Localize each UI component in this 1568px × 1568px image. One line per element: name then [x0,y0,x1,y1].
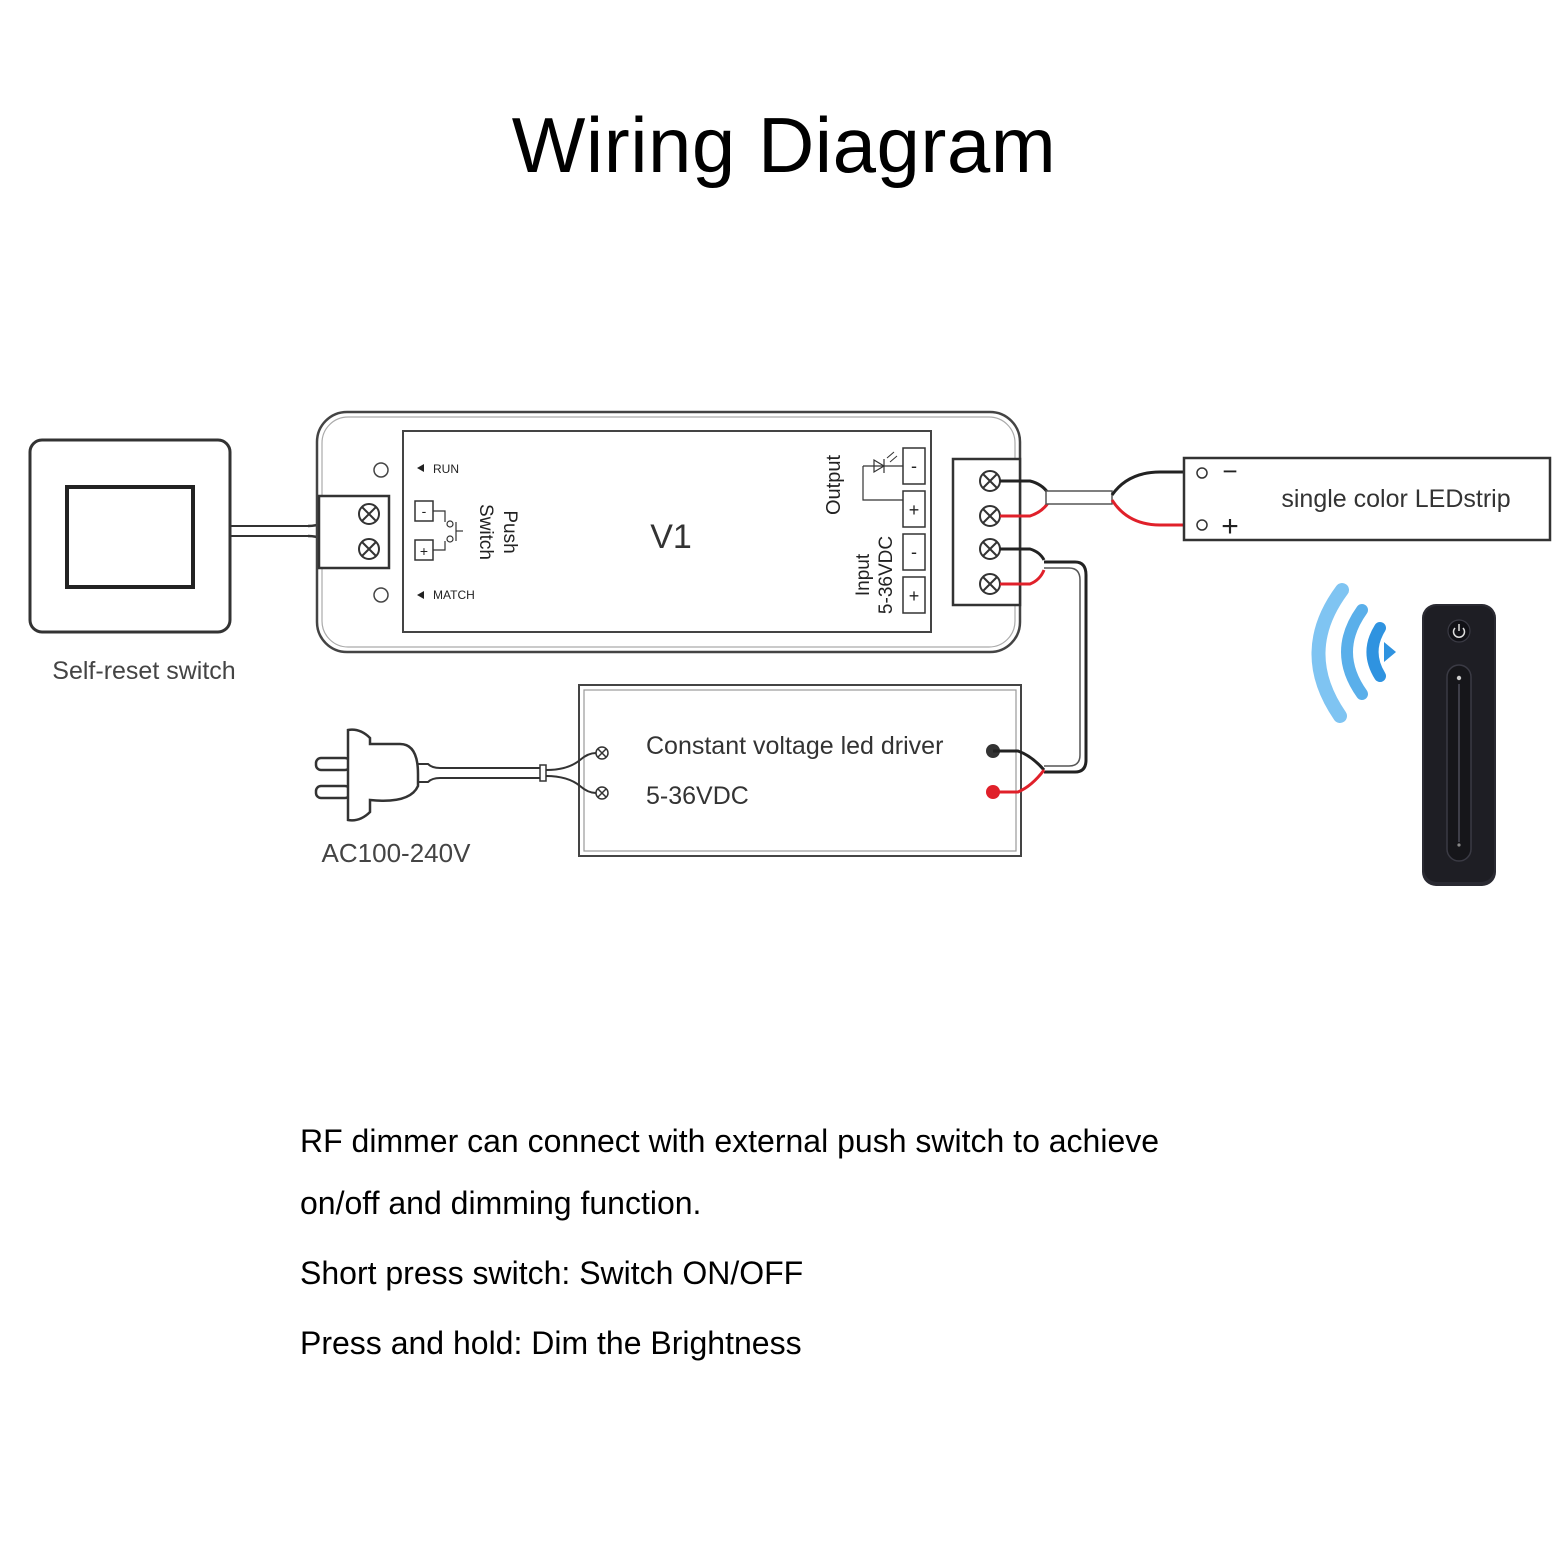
run-label: RUN [433,462,459,476]
plug-voltage-label: AC100-240V [322,838,472,868]
input-minus-sign: - [911,542,917,562]
driver-label-line1: Constant voltage led driver [646,732,943,760]
input-plus-sign: + [909,586,920,606]
description-line-4: Press and hold: Dim the Brightness [300,1325,802,1361]
page-title: Wiring Diagram [511,101,1057,189]
power-plug [314,728,597,822]
input-wires [1000,547,1088,774]
push-switch-plus: + [420,543,428,559]
controller-housing [315,410,1022,654]
led-strip-label: single color LEDstrip [1281,485,1510,513]
led-strip-plus-symbol: + [1221,510,1239,543]
rf-signal-icon [1311,583,1396,723]
output-plus-sign: + [909,500,920,520]
input-label-group: Input 5-36VDC [853,536,897,614]
run-indicator [373,462,389,478]
output-label-group: Output [823,455,845,515]
push-switch-label: Push Switch [475,504,520,560]
driver-label-line2: 5-36VDC [646,782,749,810]
self-reset-switch [28,438,232,634]
input-label-line1: Input [853,553,874,596]
match-indicator [373,587,389,603]
led-strip-minus-symbol: − [1222,456,1237,486]
description-line-3: Short press switch: Switch ON/OFF [300,1255,804,1291]
push-switch-terminals: - + [414,500,463,561]
output-input-terminal-block [951,457,1022,607]
push-switch-label-line2: Switch [475,504,496,560]
self-reset-switch-label: Self-reset switch [52,657,235,685]
switch-terminal-block [317,494,391,570]
push-switch-minus: - [422,503,427,519]
output-label: Output [823,455,845,515]
match-arrow-icon [417,591,424,599]
description-line-1: RF dimmer can connect with external push… [300,1123,1160,1159]
push-switch-label-line1: Push [499,510,520,553]
match-label: MATCH [433,588,475,602]
led-driver [578,684,1046,857]
output-minus-sign: - [911,456,917,476]
run-arrow-icon [417,464,424,472]
terminal-sign-boxes [902,447,926,614]
led-icon [862,451,903,501]
input-label-line2: 5-36VDC [876,536,897,614]
rf-remote [1422,604,1496,886]
output-wires [1000,470,1196,527]
controller-model-label: V1 [650,518,692,556]
led-strip [1182,456,1552,542]
power-icon [1447,619,1471,643]
description-line-2: on/off and dimming function. [300,1185,702,1221]
